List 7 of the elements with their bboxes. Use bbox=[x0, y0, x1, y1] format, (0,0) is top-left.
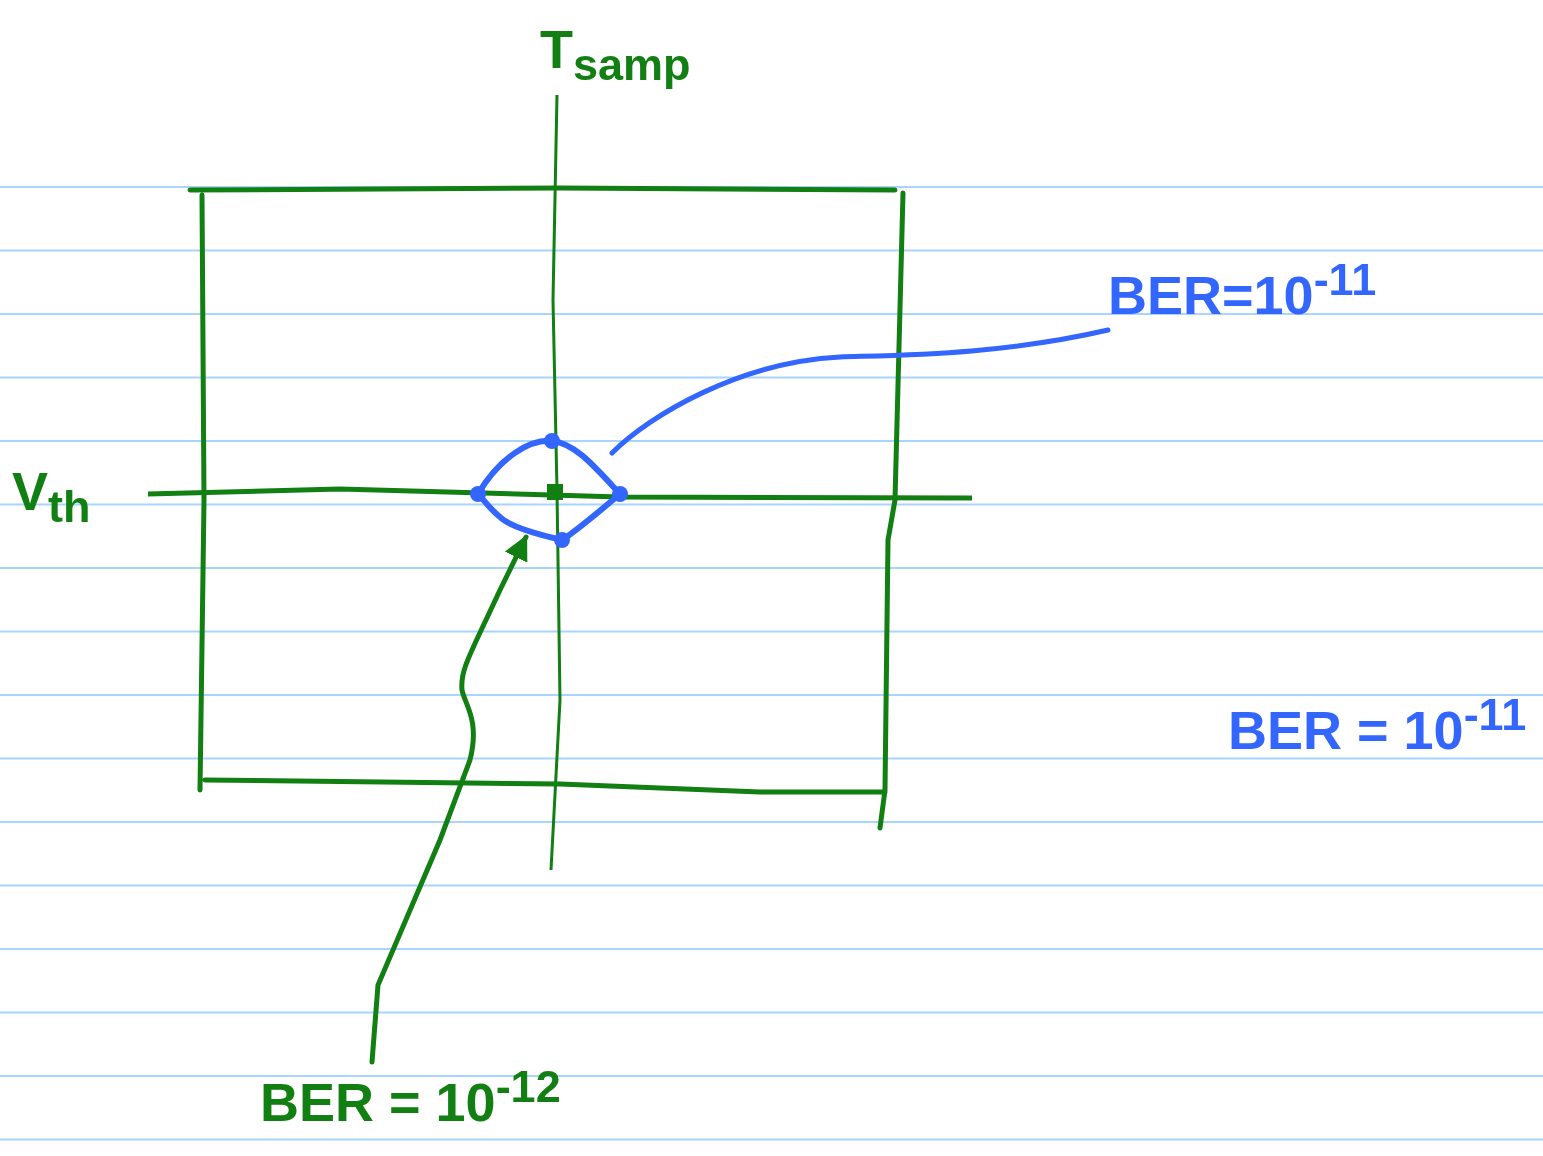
leader-line bbox=[609, 327, 1111, 456]
ber-label: BER = 10$^{-11}$ bbox=[1228, 690, 1527, 761]
leader-line bbox=[369, 534, 529, 1065]
ber-label: BER=10$^{-11}$ bbox=[1108, 255, 1378, 326]
axis-label: V$_{th}$ bbox=[12, 462, 91, 532]
axis-label: T$_{samp}$ bbox=[540, 20, 691, 90]
ber-label: BER = 10$^{-12}$ bbox=[260, 1062, 562, 1133]
